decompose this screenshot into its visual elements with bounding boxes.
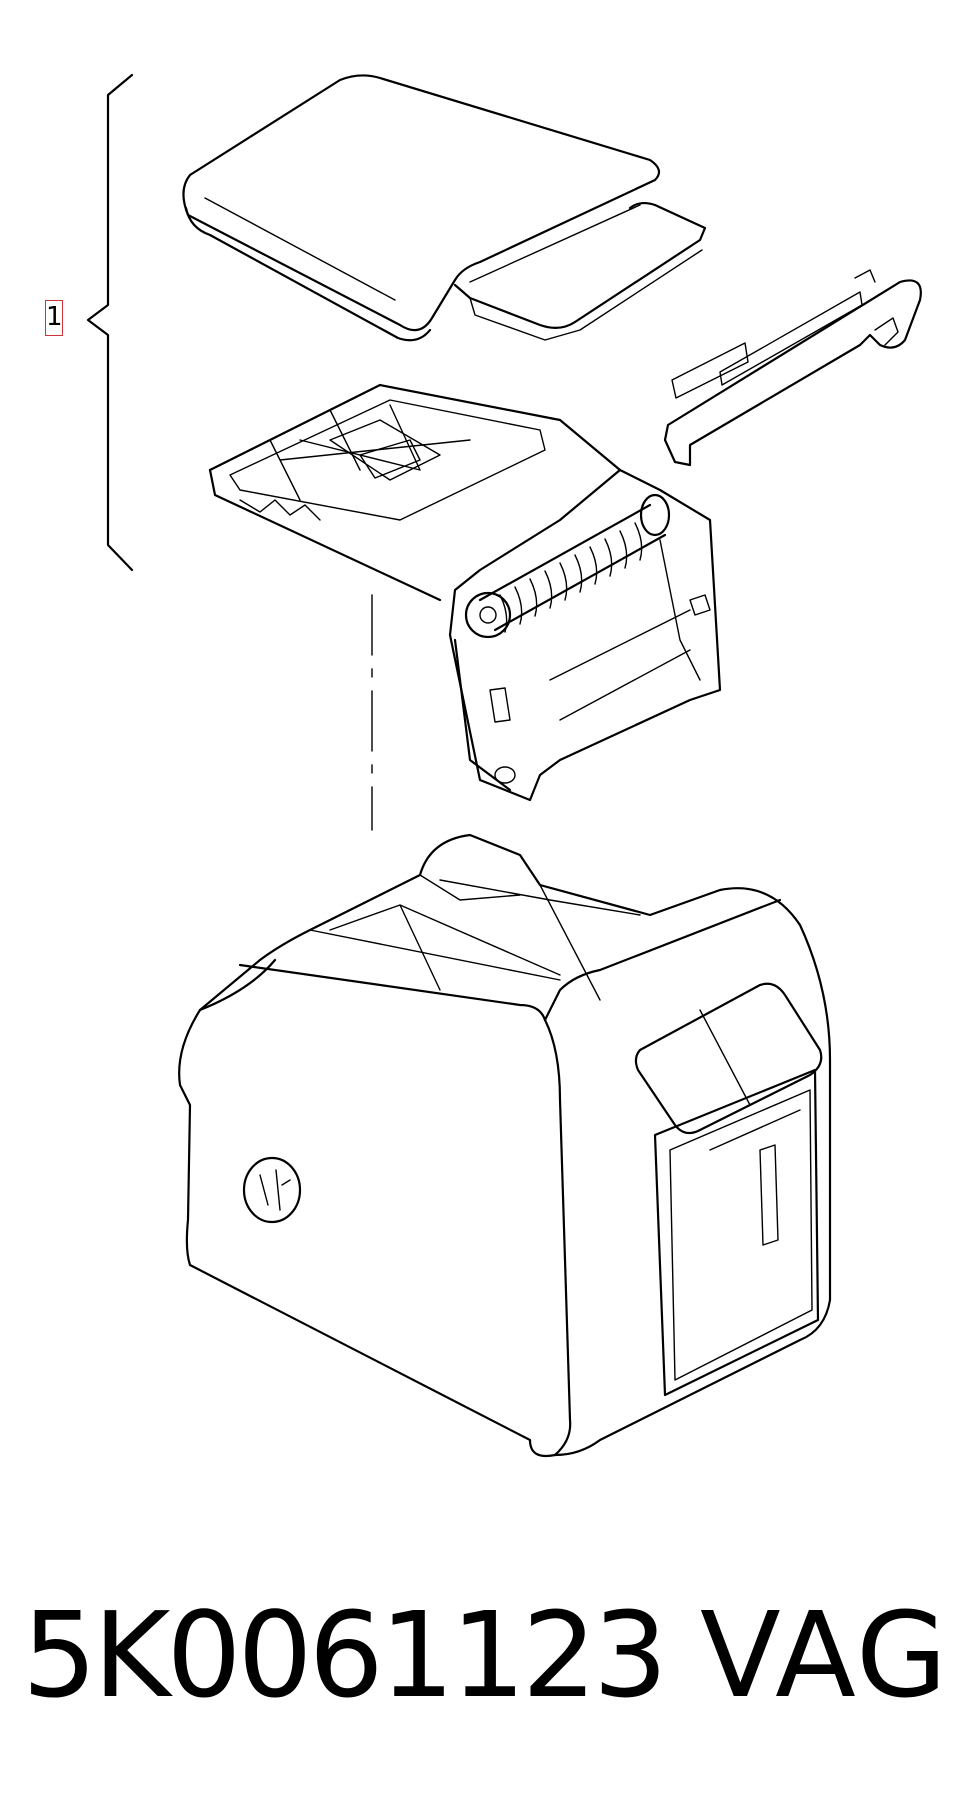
console-base <box>178 833 832 1458</box>
hinge-mechanism <box>208 383 722 802</box>
brand-name: VAG <box>700 1586 950 1724</box>
trim-strip <box>663 269 922 467</box>
rear-air-vents <box>634 982 823 1135</box>
group-bracket <box>86 73 134 572</box>
callout-label: 1 <box>45 300 63 336</box>
vw-logo-icon <box>242 1156 302 1224</box>
part-number: 5K0061123 <box>22 1586 668 1724</box>
hinge-spring <box>464 493 671 639</box>
armrest-cushion <box>182 74 707 342</box>
lower-storage-panel <box>653 1068 820 1397</box>
